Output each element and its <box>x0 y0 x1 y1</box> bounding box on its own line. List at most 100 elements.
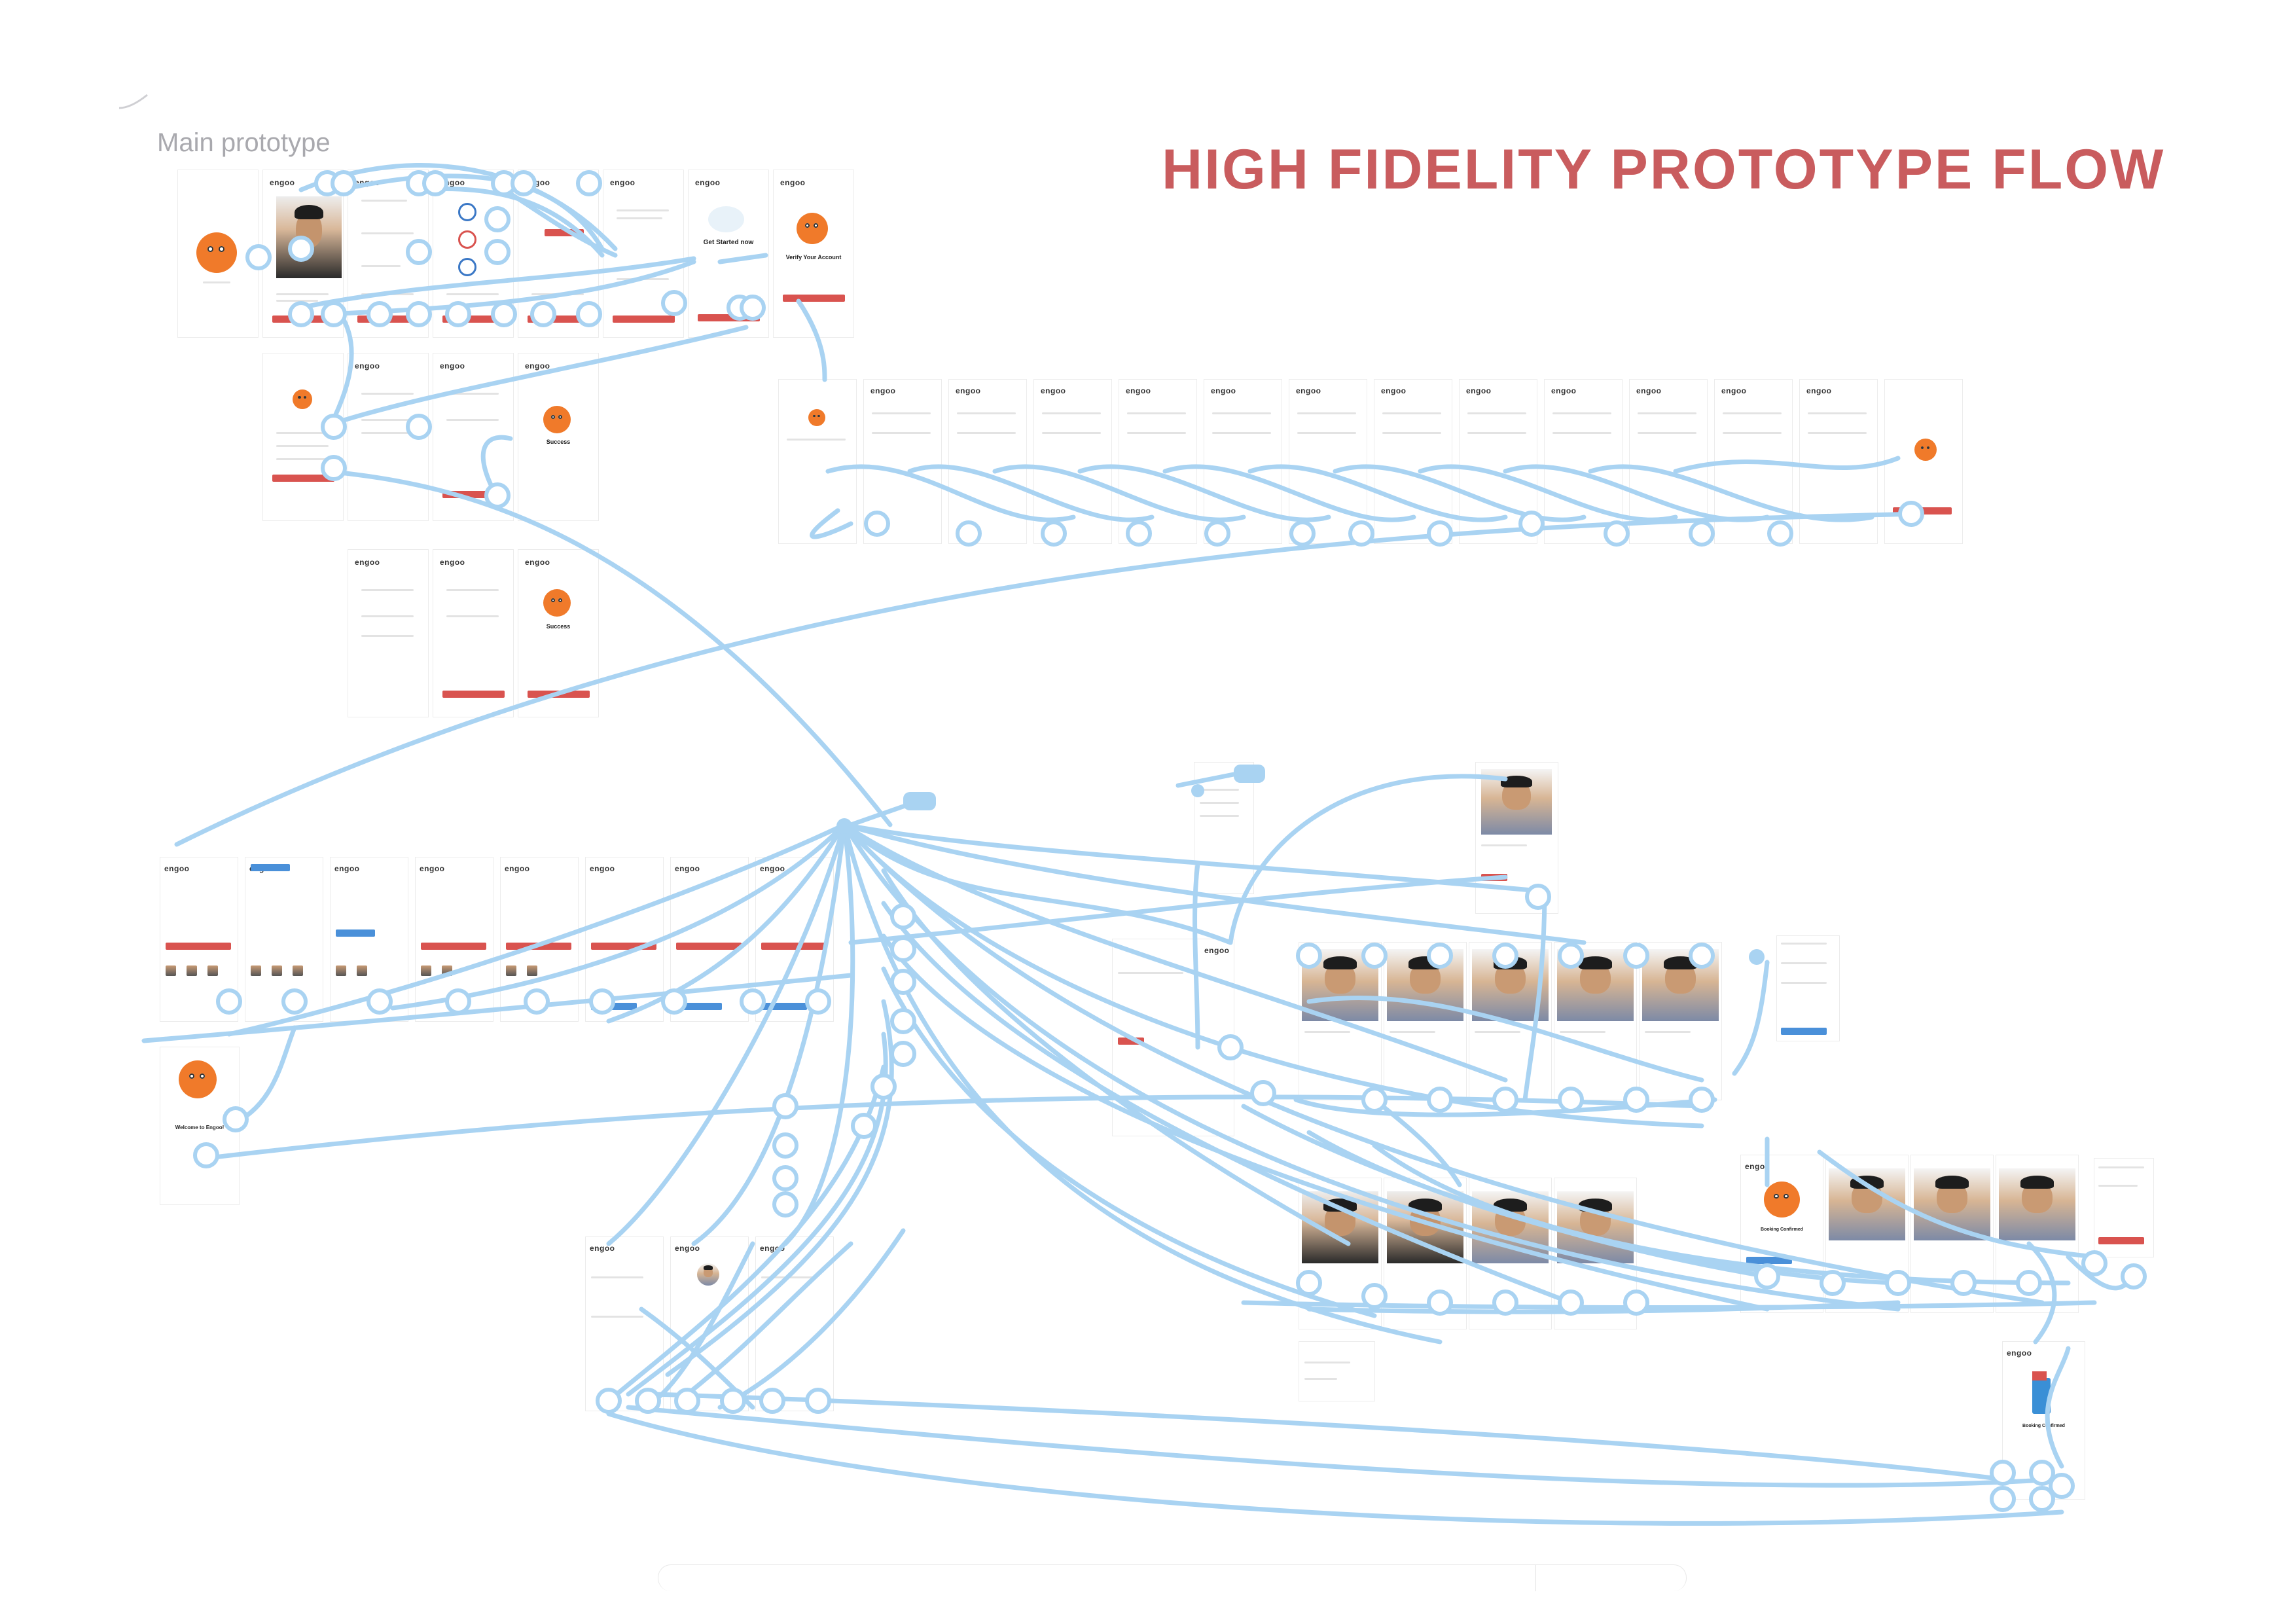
tutor-list-screen[interactable]: engoo <box>1113 939 1234 1136</box>
get-started-heading: Get Started now <box>703 239 754 246</box>
tutor-photo <box>1302 949 1378 1021</box>
questionnaire-screen[interactable]: engoo <box>1374 380 1452 543</box>
brand-logo: engoo <box>334 864 360 873</box>
screen-language[interactable]: engoo <box>603 170 683 337</box>
home-screen[interactable]: engoo <box>245 857 323 1021</box>
home-row: engoo engoo engoo engoo engoo engoo <box>160 857 906 1021</box>
questionnaire-screen[interactable]: engoo <box>1800 380 1877 543</box>
questionnaire-screen[interactable]: engoo <box>1289 380 1367 543</box>
screen-login-2[interactable]: engoo <box>433 550 513 717</box>
brand-logo: engoo <box>1126 386 1151 395</box>
brand-logo: engoo <box>440 361 465 370</box>
booking-screen[interactable] <box>1826 1155 1908 1312</box>
brand-logo: engoo <box>1041 386 1066 395</box>
continue-button[interactable] <box>272 316 334 323</box>
get-started-button[interactable] <box>698 314 760 321</box>
questionnaire-screen[interactable] <box>779 380 856 543</box>
questionnaire-screen[interactable]: engoo <box>1034 380 1111 543</box>
verify-button[interactable] <box>783 295 845 302</box>
screen-splash[interactable] <box>178 170 258 337</box>
screen-intro-4[interactable]: engoo <box>518 170 598 337</box>
tutor-profile-screen[interactable] <box>1469 943 1551 1100</box>
booking-tutor-screen[interactable] <box>1554 1178 1636 1329</box>
screen-signup-2[interactable]: engoo <box>348 353 428 520</box>
booking-screen[interactable]: engoo Booking Confirmed <box>1741 1155 1823 1312</box>
continue-button[interactable] <box>613 316 675 323</box>
welcome-heading: Welcome to Engoo! <box>175 1125 224 1130</box>
booking-tutor-screen[interactable] <box>1299 1178 1381 1329</box>
screen-intro-3[interactable]: engoo <box>433 170 513 337</box>
booking-confirmed-screen[interactable]: engoo Booking Confirmed <box>2003 1342 2085 1499</box>
bottom-toolbar[interactable] <box>658 1564 1687 1591</box>
screen-login-success[interactable]: engoo Success <box>518 550 598 717</box>
tutor-profile-screen[interactable] <box>1640 943 1721 1100</box>
screen-intro-1[interactable]: engoo <box>263 170 343 337</box>
continue-button[interactable] <box>442 316 505 323</box>
home-screen[interactable]: engoo <box>331 857 408 1021</box>
home-screen[interactable]: engoo <box>501 857 578 1021</box>
brand-logo: engoo <box>525 361 550 370</box>
brand-logo: engoo <box>1806 386 1832 395</box>
mascot-icon <box>797 213 828 244</box>
brand-logo: engoo <box>675 1244 700 1253</box>
tutor-profile-screen[interactable] <box>1554 943 1636 1100</box>
tutor-profile-screen[interactable] <box>1384 943 1466 1100</box>
brand-logo: engoo <box>780 178 806 187</box>
submit-button[interactable] <box>442 491 505 498</box>
quick-search-panel[interactable] <box>1777 936 1839 1041</box>
success-heading: Success <box>546 623 571 630</box>
lesson-request-panel[interactable] <box>2094 1159 2153 1257</box>
brand-logo: engoo <box>1211 386 1236 395</box>
mascot-icon <box>1764 1182 1800 1218</box>
booking-screen[interactable] <box>1911 1155 1993 1312</box>
brand-logo: engoo <box>355 558 380 567</box>
lesson-screen[interactable]: engoo <box>671 1237 748 1411</box>
questionnaire-screen[interactable]: engoo <box>1204 380 1282 543</box>
submit-button[interactable] <box>442 691 505 698</box>
brand-logo: engoo <box>525 178 550 187</box>
home-screen[interactable]: engoo <box>160 857 238 1021</box>
booking-tutor-screen[interactable] <box>1384 1178 1466 1329</box>
screen-signup-success[interactable]: engoo Success <box>518 353 598 520</box>
booking-tutor-screen[interactable] <box>1469 1178 1551 1329</box>
brand-logo: engoo <box>1296 386 1321 395</box>
tutor-profile-single[interactable] <box>1476 763 1558 913</box>
continue-button[interactable] <box>528 316 590 323</box>
questionnaire-screen[interactable]: engoo <box>1715 380 1792 543</box>
screen-get-started[interactable]: engoo Get Started now <box>689 170 768 337</box>
questionnaire-screen[interactable]: engoo <box>1119 380 1196 543</box>
screen-intro-2[interactable]: engoo <box>348 170 428 337</box>
questionnaire-screen[interactable]: engoo <box>1630 380 1707 543</box>
questionnaire-screen[interactable]: engoo <box>1460 380 1537 543</box>
home-screen[interactable]: engoo <box>756 857 833 1021</box>
tutor-search-screen[interactable] <box>1194 763 1253 893</box>
schedule-screen[interactable] <box>1299 1342 1374 1401</box>
brand-logo: engoo <box>440 558 465 567</box>
tutor-photo-row <box>1299 943 1731 1100</box>
home-screen[interactable]: engoo <box>416 857 493 1021</box>
tutor-profile-screen[interactable] <box>1299 943 1381 1100</box>
signup-button[interactable] <box>272 475 334 482</box>
lesson-screen[interactable]: engoo <box>756 1237 833 1411</box>
tutor-photo <box>1472 949 1549 1021</box>
questionnaire-screen[interactable]: engoo <box>1545 380 1622 543</box>
questionnaire-screen[interactable]: engoo <box>864 380 941 543</box>
screen-signup-3[interactable]: engoo <box>433 353 513 520</box>
home-screen[interactable]: engoo <box>671 857 748 1021</box>
tutor-booking-row <box>1299 1178 1653 1329</box>
screen-welcome[interactable]: Welcome to Engoo! <box>160 1047 239 1204</box>
screen-login-1[interactable]: engoo <box>348 550 428 717</box>
continue-button[interactable] <box>528 691 590 698</box>
continue-button[interactable] <box>357 316 420 323</box>
lesson-screen[interactable]: engoo <box>586 1237 663 1411</box>
frame-label[interactable]: Main prototype <box>157 128 331 157</box>
booking-screen[interactable] <box>1996 1155 2078 1312</box>
home-screen[interactable]: engoo <box>586 857 663 1021</box>
questionnaire-screen[interactable]: engoo <box>949 380 1026 543</box>
screen-signup-1[interactable] <box>263 353 343 520</box>
screen-verify-account[interactable]: engoo Verify Your Account <box>774 170 853 337</box>
tutor-photo <box>1302 1191 1378 1263</box>
woman-photo <box>276 196 342 278</box>
questionnaire-screen[interactable] <box>1885 380 1962 543</box>
